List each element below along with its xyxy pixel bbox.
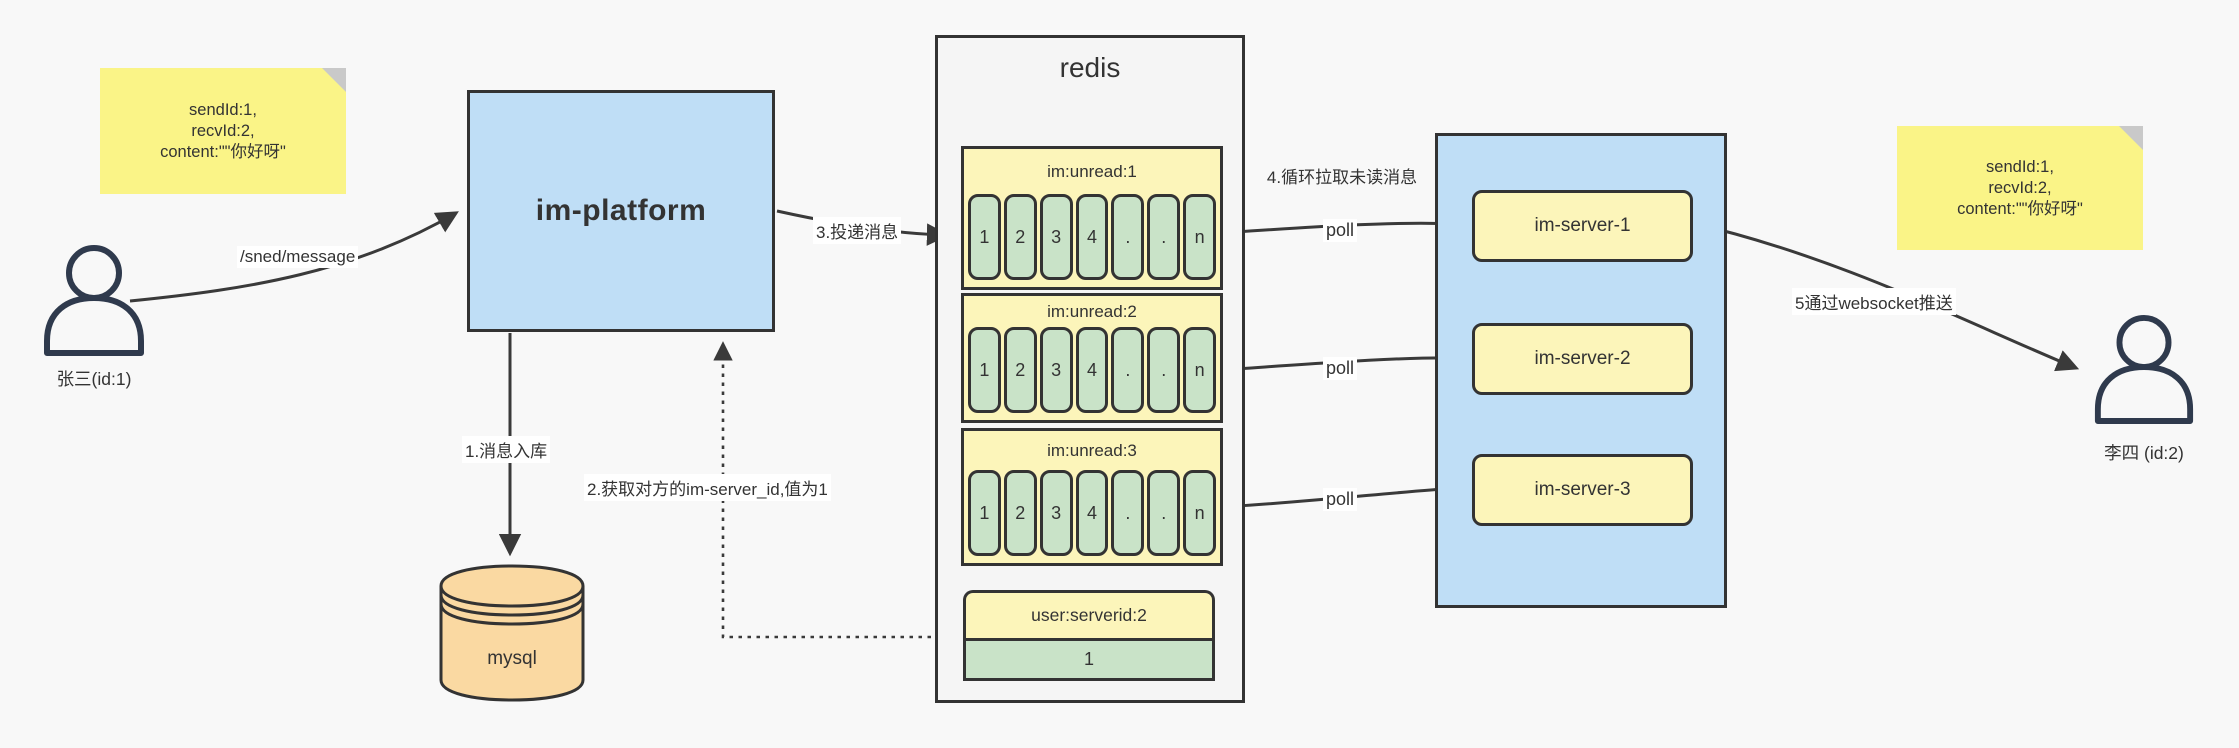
queue-cell: 4 [1075,470,1109,556]
queue-header: im:unread:2 [1047,301,1137,321]
queue-cell: . [1147,194,1181,280]
queue-cell: . [1111,194,1145,280]
kv-user-serverid: user:serverid:2 1 [963,590,1215,681]
person-icon [44,245,144,356]
queue-cell: 2 [1003,194,1037,280]
queue-cell: . [1147,470,1181,556]
queue-cell: 1 [968,194,1001,280]
kv-key: user:serverid:2 [963,590,1215,638]
queue-cell: 3 [1039,327,1073,413]
queue-cell: 2 [1003,470,1037,556]
poll-label-2: poll [1323,357,1358,380]
database-cylinder-icon [439,564,585,702]
im-server-2-box: im-server-2 [1472,323,1693,395]
lookup-arrow-label: 2.获取对方的im-server_id,值为1 [584,474,831,501]
queue-header: im:unread:3 [1047,440,1137,460]
queue-cell: . [1147,327,1181,413]
note-line: content:""你好呀" [1957,199,2083,218]
mysql-database [437,562,587,704]
im-server-3-box: im-server-3 [1472,454,1693,526]
receiver-actor [2091,310,2197,426]
queue-cell: n [1183,470,1217,556]
note-line: recvId:2, [1988,178,2052,197]
queue-cell: 4 [1075,194,1109,280]
queue-cells: 1 2 3 4 . . n [968,470,1217,556]
queue-cells: 1 2 3 4 . . n [968,194,1217,280]
receiver-label: 李四 (id:2) [2104,443,2184,463]
queue-cell: . [1111,470,1145,556]
queue-cell: 3 [1039,194,1073,280]
note-line: sendId:1, [189,100,257,119]
sender-message-note: sendId:1, recvId:2, content:""你好呀" [100,68,346,194]
queue-im-unread-3: im:unread:3 1 2 3 4 . . n [961,428,1223,566]
queue-header: im:unread:1 [1047,161,1137,181]
queue-cell: 1 [968,470,1001,556]
mysql-label: mysql [487,648,537,669]
store-arrow-label: 1.消息入库 [462,436,551,463]
send-arrow-label: /sned/message [237,246,359,268]
push-arrow-label: 5通过websocket推送 [1792,288,1956,315]
im-platform-box: im-platform [467,90,775,332]
queue-im-unread-2: im:unread:2 1 2 3 4 . . n [961,293,1223,423]
queue-cell: 3 [1039,470,1073,556]
sender-label: 张三(id:1) [56,369,132,389]
queue-cells: 1 2 3 4 . . n [968,327,1217,413]
queue-cell: n [1183,327,1217,413]
pull-arrow-label: 4.循环拉取未读消息 [1266,168,1418,187]
redis-container: redis im:unread:1 1 2 3 4 . . n im:unrea… [935,35,1245,703]
deliver-arrow-label: 3.投递消息 [813,217,902,244]
queue-cell: n [1183,194,1217,280]
queue-cell: 2 [1003,327,1037,413]
note-line: sendId:1, [1986,157,2054,176]
sender-actor [40,240,148,358]
person-icon [2094,315,2194,424]
queue-cell: 1 [968,327,1001,413]
im-server-cluster: im-server-1 im-server-2 im-server-3 [1435,133,1727,608]
receiver-message-note: sendId:1, recvId:2, content:""你好呀" [1897,126,2143,250]
note-line: recvId:2, [191,121,255,140]
note-fold-icon [322,68,346,92]
poll-label-3: poll [1323,488,1358,511]
queue-cell: 4 [1075,327,1109,413]
queue-im-unread-1: im:unread:1 1 2 3 4 . . n [961,146,1223,290]
note-fold-icon [2119,126,2143,150]
note-line: content:""你好呀" [160,142,286,161]
queue-cell: . [1111,327,1145,413]
poll-label-1: poll [1323,219,1358,242]
kv-value: 1 [963,638,1215,681]
redis-title: redis [1059,52,1121,83]
im-server-1-box: im-server-1 [1472,190,1693,262]
